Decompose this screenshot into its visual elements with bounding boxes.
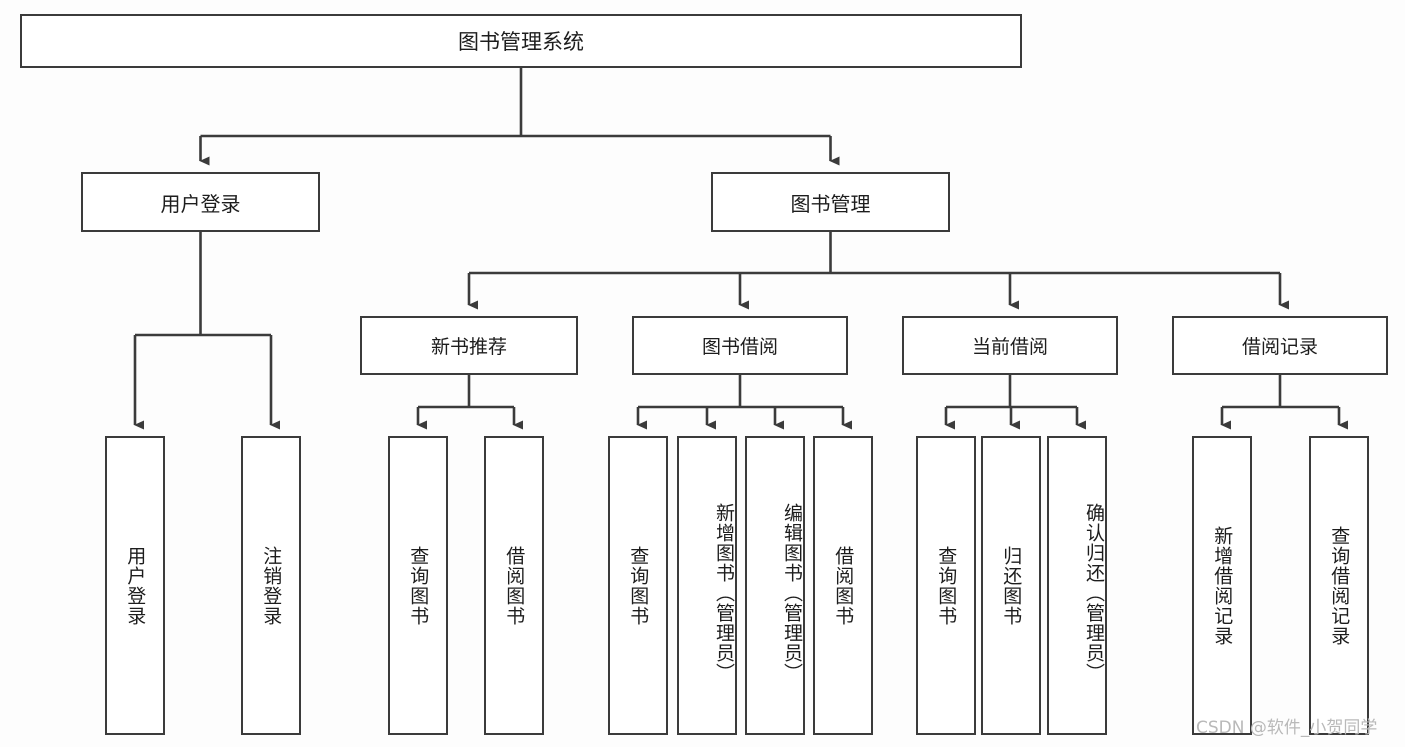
- leaf-user-login[interactable]: 用户登录: [105, 436, 165, 735]
- node-user-login[interactable]: 用户登录: [81, 172, 320, 232]
- leaf-query-book-borrow[interactable]: 查询图书: [608, 436, 668, 735]
- node-root[interactable]: 图书管理系统: [20, 14, 1022, 68]
- leaf-confirm-return-admin[interactable]: 确认归还（管理员）: [1047, 436, 1107, 735]
- leaf-add-borrow-record[interactable]: 新增借阅记录: [1192, 436, 1252, 735]
- leaf-query-book-current[interactable]: 查询图书: [916, 436, 976, 735]
- node-book-manage[interactable]: 图书管理: [711, 172, 950, 232]
- leaf-borrow-book[interactable]: 借阅图书: [813, 436, 873, 735]
- leaf-logout-login[interactable]: 注销登录: [241, 436, 301, 735]
- leaf-add-book-admin[interactable]: 新增图书（管理员）: [677, 436, 737, 735]
- node-borrow-record[interactable]: 借阅记录: [1172, 316, 1388, 375]
- leaf-query-borrow-record[interactable]: 查询借阅记录: [1309, 436, 1369, 735]
- leaf-query-book-recommend[interactable]: 查询图书: [388, 436, 448, 735]
- leaf-return-book[interactable]: 归还图书: [981, 436, 1041, 735]
- leaf-borrow-book-recommend[interactable]: 借阅图书: [484, 436, 544, 735]
- leaf-edit-book-admin[interactable]: 编辑图书（管理员）: [745, 436, 805, 735]
- node-current-borrow[interactable]: 当前借阅: [902, 316, 1118, 375]
- node-new-book-recommend[interactable]: 新书推荐: [360, 316, 578, 375]
- watermark-label: CSDN @软件_小贺同学: [1196, 718, 1378, 738]
- node-book-borrow[interactable]: 图书借阅: [632, 316, 848, 375]
